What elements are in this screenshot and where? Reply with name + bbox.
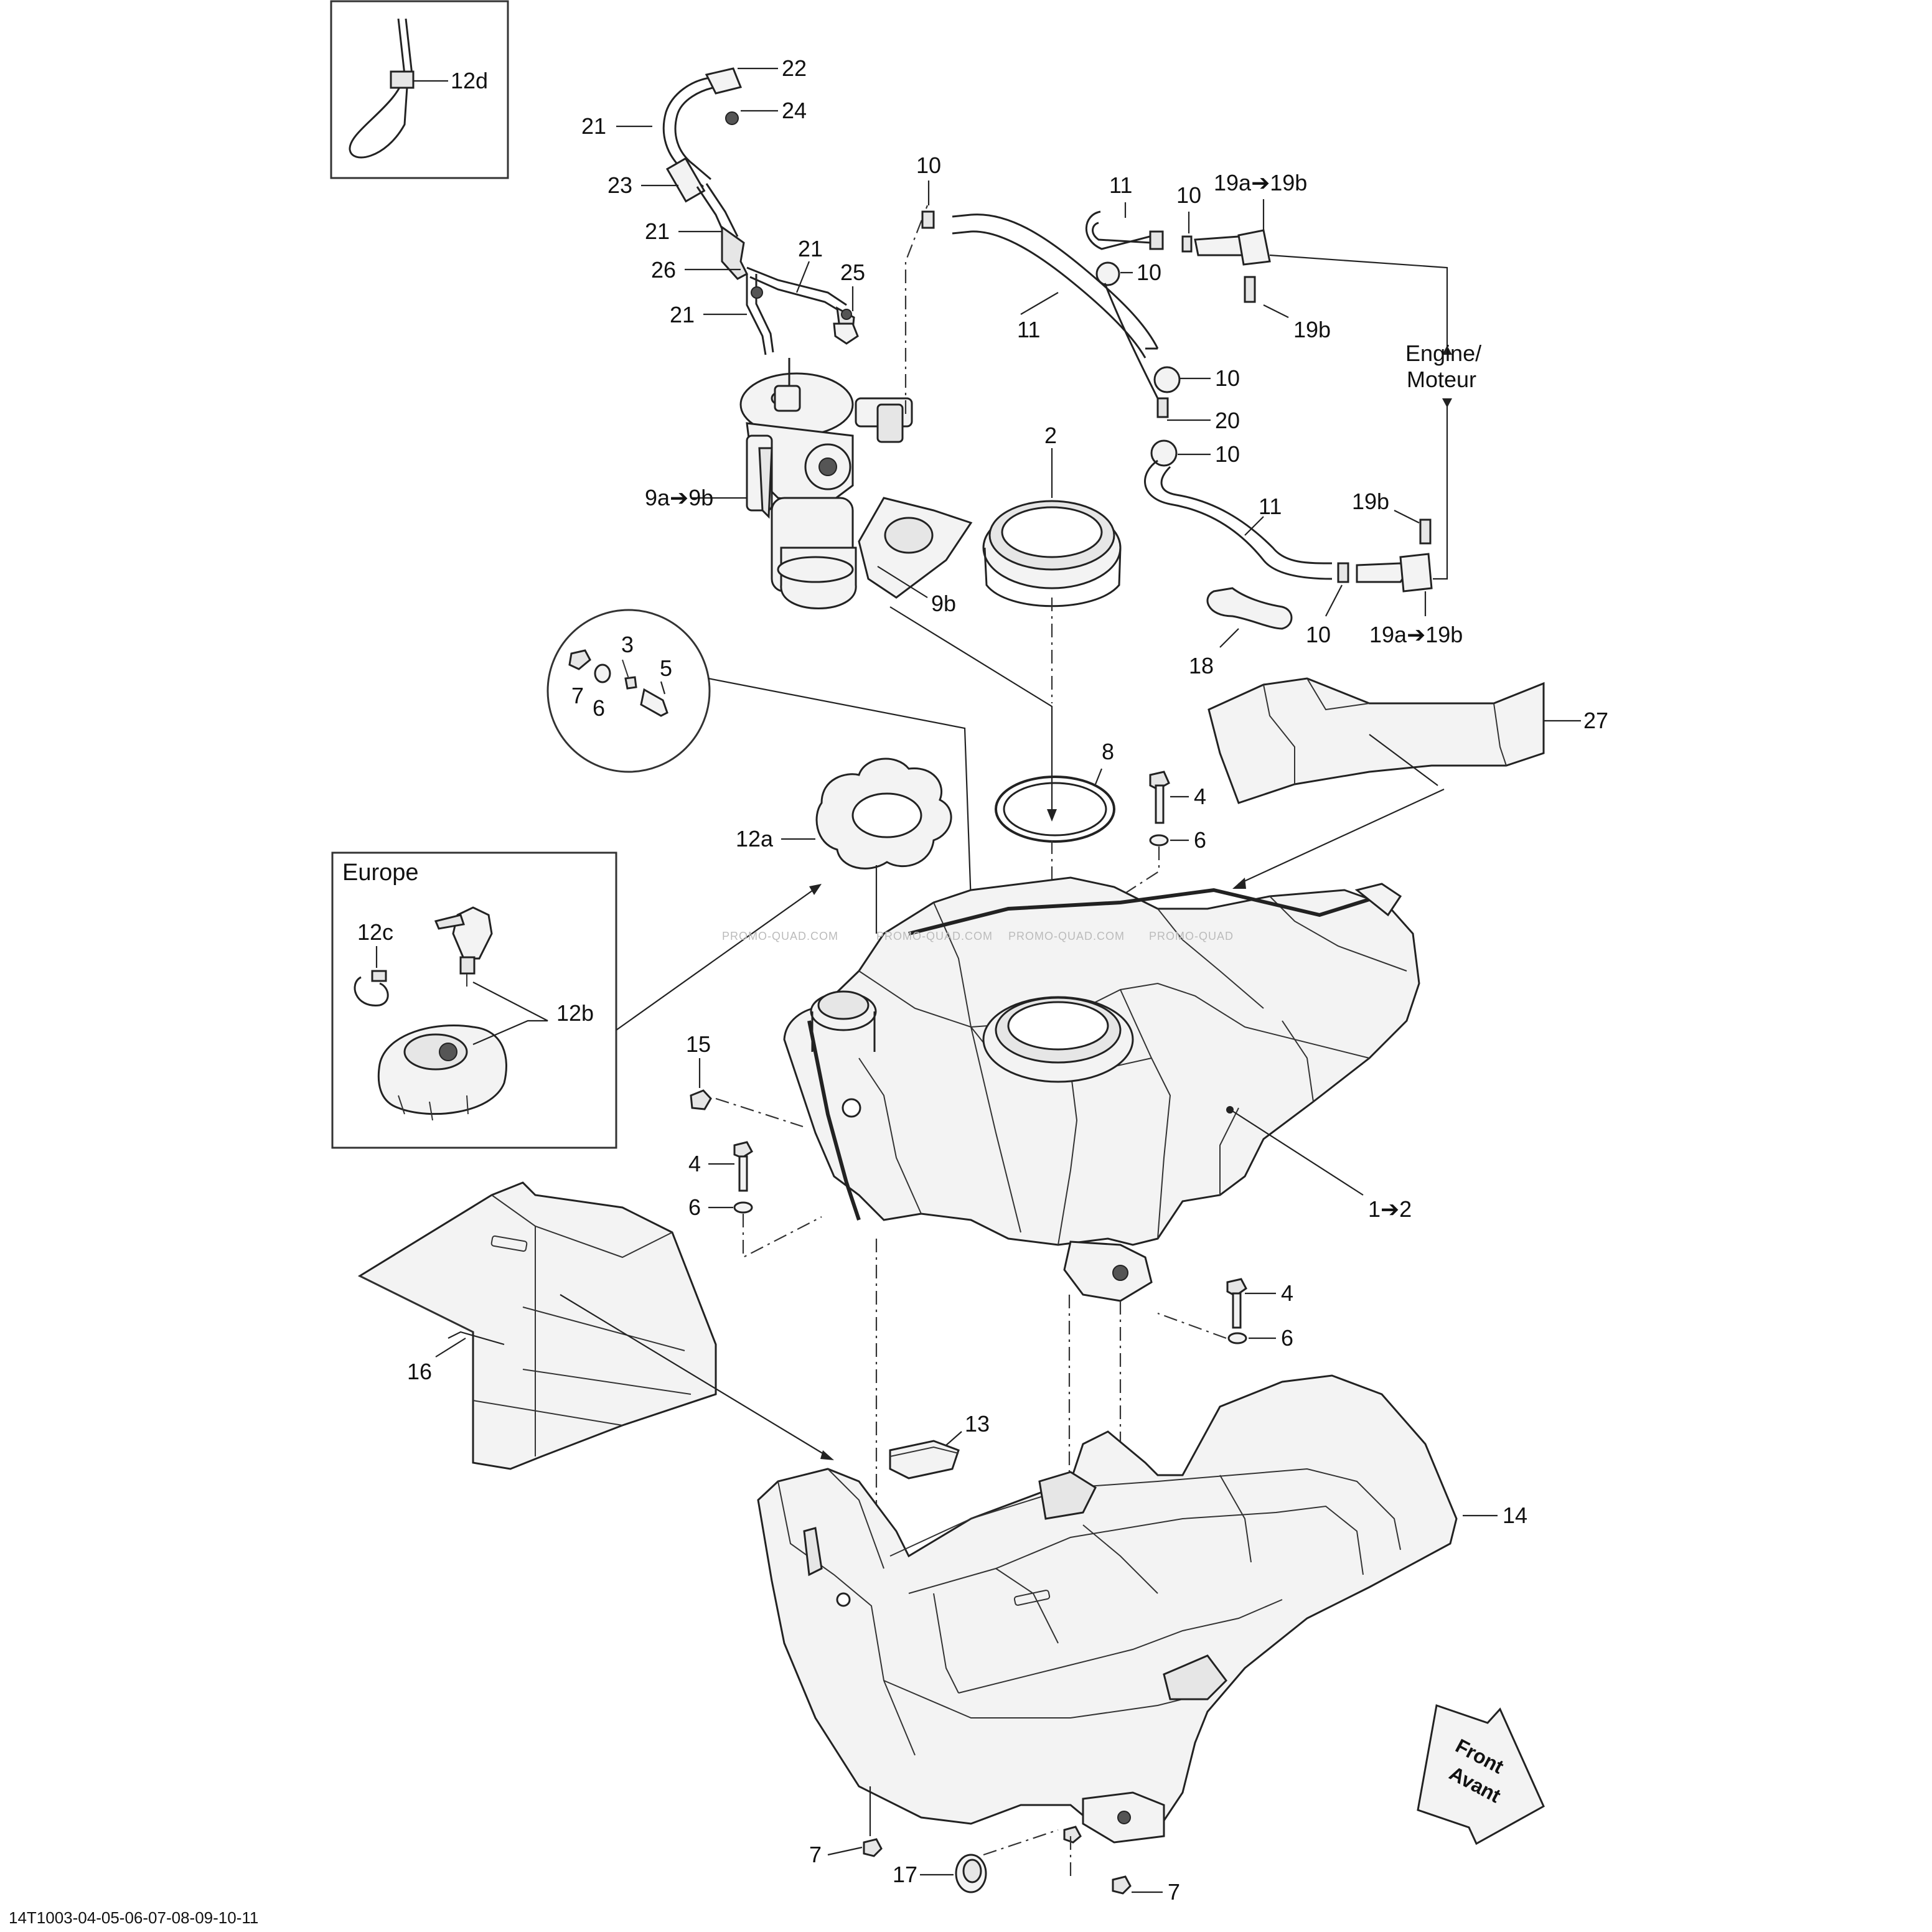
label-12c: 12c (357, 919, 393, 945)
label-11-b: 11 (1017, 317, 1040, 342)
label-19a-19b-b: 19a➔19b (1369, 622, 1463, 647)
label-4-a: 4 (1194, 784, 1206, 809)
inset-fasteners-circle: 3 5 7 6 (546, 609, 972, 903)
heat-shield-16: 16 (357, 1181, 834, 1470)
gasket-8: 8 (889, 606, 1115, 896)
vent-hose-assembly: Engine/ Moteur 11 10 19a➔19b 10 11 19b 1… (952, 170, 1481, 678)
label-13: 13 (965, 1411, 990, 1437)
locking-ring: 2 (982, 423, 1122, 703)
label-10-a: 10 (916, 152, 941, 178)
label-21-d: 21 (670, 302, 695, 327)
label-27: 27 (1583, 708, 1608, 733)
label-moteur: Moteur (1407, 367, 1476, 392)
label-7-a: 7 (571, 683, 584, 708)
label-12d: 12d (451, 68, 488, 93)
label-10-f: 10 (1306, 622, 1331, 647)
skid-plate-14: 14 (757, 1374, 1527, 1844)
label-26: 26 (651, 257, 676, 283)
label-10-b: 10 (1176, 182, 1201, 208)
inset-12d: 12d (330, 0, 509, 179)
label-22: 22 (782, 55, 807, 81)
label-6-a: 6 (593, 695, 605, 721)
label-19a-19b-a: 19a➔19b (1214, 170, 1307, 195)
label-19b-b: 19b (1352, 489, 1389, 514)
label-7-c: 7 (1168, 1879, 1180, 1905)
label-21-c: 21 (798, 236, 823, 261)
label-19b-a: 19b (1293, 317, 1331, 342)
label-7-b: 7 (809, 1842, 822, 1867)
watermark-4: PROMO-QUAD (1149, 930, 1234, 942)
label-20: 20 (1215, 408, 1240, 433)
fuel-cap-12a: 12a (736, 757, 952, 934)
label-6-c: 6 (688, 1194, 701, 1220)
bottom-fasteners: 7 17 7 (809, 1786, 1180, 1905)
watermark-3: PROMO-QUAD.COM (1008, 930, 1125, 942)
inset-europe: Europe 12c 12b (331, 851, 822, 1149)
watermark-2: PROMO-QUAD.COM (876, 930, 993, 942)
label-europe: Europe (342, 860, 419, 886)
label-11-c: 11 (1259, 494, 1282, 519)
label-5: 5 (660, 655, 672, 681)
label-12a: 12a (736, 826, 774, 851)
label-10-c: 10 (1137, 260, 1161, 285)
right-fasteners: 4 6 (1157, 1278, 1293, 1351)
label-23: 23 (607, 172, 632, 198)
left-fasteners: 15 4 6 (686, 1031, 822, 1259)
label-21-b: 21 (645, 218, 670, 244)
pad-13: 13 (889, 1411, 990, 1479)
label-9a-9b: 9a➔9b (645, 485, 713, 510)
label-18: 18 (1189, 653, 1214, 678)
label-6-d: 6 (1281, 1325, 1293, 1351)
label-15: 15 (686, 1031, 711, 1057)
label-14: 14 (1503, 1503, 1527, 1528)
fuel-hose-assembly: 22 24 21 23 21 26 21 25 21 (581, 55, 865, 355)
label-3: 3 (621, 632, 634, 657)
reference-code: 14T1003-04-05-06-07-08-09-10-11 (9, 1908, 258, 1927)
label-12b: 12b (556, 1000, 594, 1026)
label-17: 17 (893, 1862, 917, 1887)
label-16: 16 (407, 1359, 432, 1384)
label-8: 8 (1102, 739, 1114, 764)
label-2: 2 (1044, 423, 1057, 448)
bolt-washer-upper: 4 6 (1120, 771, 1206, 897)
label-25: 25 (840, 260, 865, 285)
label-21-a: 21 (581, 113, 606, 139)
watermark-1: PROMO-QUAD.COM (722, 930, 838, 942)
label-1-2: 1➔2 (1368, 1196, 1412, 1222)
front-direction-arrow: Front Avant (1417, 1704, 1545, 1845)
label-24: 24 (782, 98, 807, 123)
label-11-a: 11 (1109, 172, 1132, 198)
fuel-tank: 1➔2 PROMO-QUAD.COM PROMO-QUAD.COM PROMO-… (722, 876, 1420, 1302)
label-6-b: 6 (1194, 827, 1206, 853)
heat-shield-27: 27 (1208, 677, 1608, 889)
label-10-d: 10 (1215, 365, 1240, 391)
label-engine: Engine/ (1405, 340, 1481, 366)
label-10-e: 10 (1215, 441, 1240, 467)
label-9b: 9b (931, 591, 956, 616)
label-4-c: 4 (1281, 1280, 1293, 1306)
label-4-b: 4 (688, 1151, 701, 1176)
fuel-pump-module: 9a➔9b 9b 10 (645, 152, 973, 616)
